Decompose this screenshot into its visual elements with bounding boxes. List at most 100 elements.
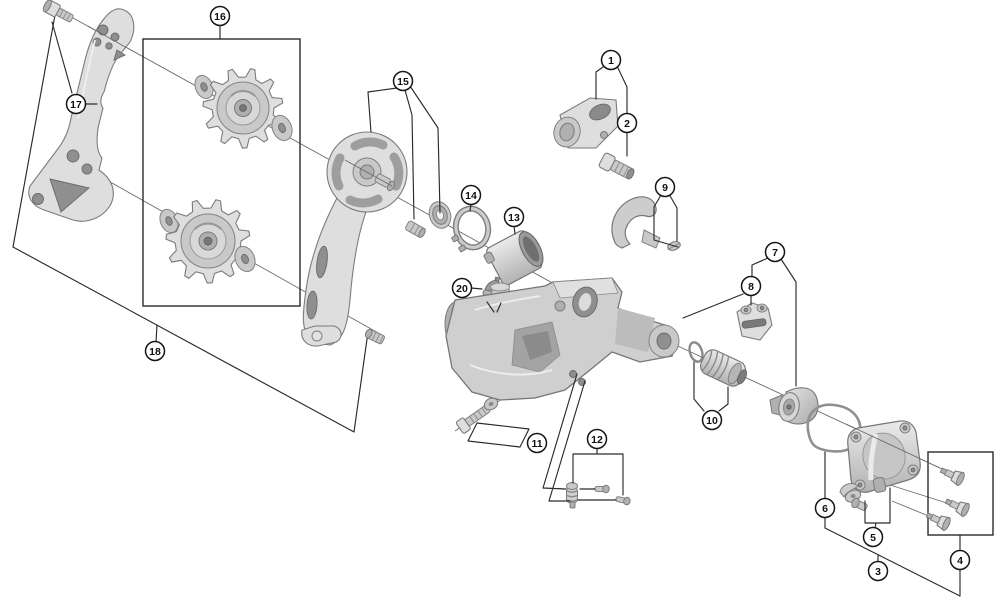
callout-number-15: 15 [397,76,409,88]
cover-cable-boss [872,476,887,493]
limit-screw [594,484,610,494]
callout-circle-13 [503,206,525,228]
callout-13: 13 [503,206,525,228]
callout-8: 8 [740,275,762,297]
callout-6: 6 [814,497,836,519]
callout-number-18: 18 [149,346,161,358]
callout-number-9: 9 [662,182,668,194]
callout-12: 12 [586,428,608,450]
leader-9 [653,193,679,248]
guide-pulley [202,68,284,149]
cage-pin [405,220,426,238]
callout-10: 10 [701,409,723,431]
b-screw-hole [569,370,577,378]
cage-foot-hole [311,330,323,342]
callout-number-13: 13 [508,212,520,224]
callout-circle-2 [616,112,638,134]
leader-7 [751,257,797,387]
callout-circle-12 [586,428,608,450]
leader-12 [542,373,624,502]
cover-screws [925,467,970,532]
leader-20 [470,287,502,313]
callout-2: 2 [616,112,638,134]
callout-17: 17 [65,93,87,115]
callout-14: 14 [460,184,482,206]
parts-layer [28,0,970,532]
callout-number-12: 12 [591,434,603,446]
callout-20: 20 [451,277,473,299]
leader-8 [682,293,752,319]
callout-number-20: 20 [456,283,468,295]
callout-9: 9 [654,176,676,198]
adjust-screw-group [566,482,631,509]
cage-stop-bolt [364,328,385,345]
cable-guide-foot [641,229,661,249]
callout-circle-16 [209,5,231,27]
callout-18: 18 [144,340,166,362]
adjust-block [736,302,773,341]
callout-circle-15 [392,70,414,92]
callout-number-2: 2 [624,118,630,130]
axis-over-cover [845,423,941,469]
callout-18-stem [155,324,158,343]
callout-circle-10 [701,409,723,431]
outer-cage-plate [301,131,408,347]
cage-bearing [428,201,452,229]
callout-circle-17 [65,93,87,115]
seal-ring [451,205,492,253]
leader-11 [467,422,530,448]
callout-circle-7 [764,241,786,263]
tension-pulley [165,199,251,284]
derailleur-body [444,277,680,401]
callout-number-14: 14 [465,190,477,202]
clutch-knob [769,387,819,425]
leader-17 [51,21,98,105]
callout-number-11: 11 [531,438,542,450]
leader-13 [513,225,516,235]
bracket-axle-unit [553,97,619,149]
cage-assembly-frame [12,14,369,433]
pulley-washer-hole [278,122,286,134]
limit-screw [615,496,631,506]
bolt-threads [59,9,71,21]
bracket-bolt [598,152,635,180]
seal-ring-tab [458,244,467,253]
leader-15 [367,85,441,220]
callout-11: 11 [526,432,548,454]
cover-screw [925,512,951,532]
bolt-head-face [42,0,52,13]
callout-circle-18 [144,340,166,362]
callout-number-1: 1 [608,55,614,67]
spring-o-ring [688,341,704,363]
callout-number-3: 3 [875,566,881,578]
callout-1: 1 [600,49,622,71]
callout-circle-11 [526,432,548,454]
callout-number-16: 16 [214,11,226,23]
leader-5 [864,487,891,529]
callout-circle-9 [654,176,676,198]
callout-circle-4 [949,549,971,571]
pivot-bushing [483,230,544,286]
callout-circle-1 [600,49,622,71]
callout-4: 4 [949,549,971,571]
cable-anchor-bolt [839,483,868,511]
pulley-group-box [142,38,301,307]
callout-circle-6 [814,497,836,519]
inner-cage-plate [28,8,135,222]
cover-screw [939,467,965,487]
callout-circle-8 [740,275,762,297]
screw3-axis [891,500,932,518]
callout-circle-5 [862,526,884,548]
callout-16: 16 [209,5,231,27]
pulley-washer-hole [200,82,208,92]
cage-plate-bolt [42,0,74,23]
leader-1 [595,65,628,115]
callout-circle-14 [460,184,482,206]
pulley-washer-hole [241,253,249,265]
mount-bolt [455,405,491,434]
callout-number-17: 17 [70,99,82,111]
cover-unit [847,420,921,493]
callout-number-5: 5 [870,532,876,544]
pulley-washer-hole [165,216,173,226]
